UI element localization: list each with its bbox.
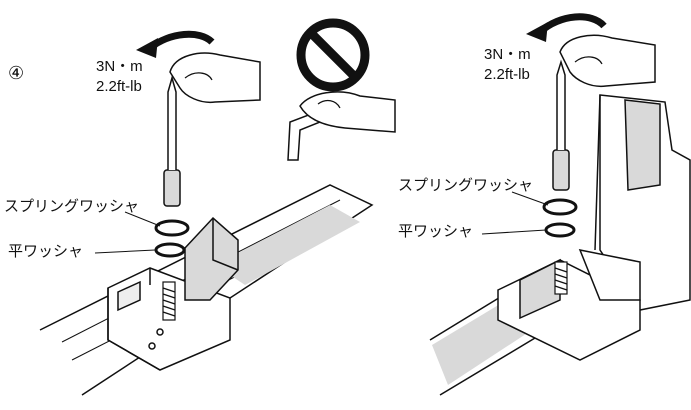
- left-guide-plate: [184, 216, 239, 301]
- right-spring-leader: [511, 191, 549, 206]
- step-number: ④: [8, 63, 25, 83]
- left-stud: [162, 281, 176, 321]
- right-hand: [559, 34, 656, 88]
- left-spring-washer-label: スプリングワッシャ: [4, 198, 140, 215]
- left-flat-washer: [154, 242, 186, 258]
- right-flat-leader: [481, 229, 547, 235]
- right-clamp-block: [497, 248, 641, 361]
- left-spring-leader: [124, 211, 161, 227]
- left-hand-finger: [184, 72, 213, 81]
- prohibited-wrench-hand: [287, 91, 396, 161]
- prohibition-icon: [296, 18, 370, 92]
- left-flat-washer-label: 平ワッシャ: [8, 243, 84, 260]
- left-rotation-arrow: [147, 30, 215, 51]
- right-rotation-arrow: [537, 13, 607, 35]
- left-flat-leader: [94, 249, 156, 254]
- right-flat-washer: [544, 222, 576, 238]
- left-torque-ftlb: 2.2ft-lb: [96, 78, 142, 95]
- right-stud: [554, 261, 568, 295]
- left-rotation-arrow-head: [136, 38, 158, 58]
- right-spring-washer-label: スプリングワッシャ: [398, 177, 534, 194]
- left-torque-nm: 3N・m: [96, 58, 143, 75]
- left-hex-wrench: [163, 75, 181, 207]
- right-rotation-arrow-head: [526, 22, 548, 42]
- right-bumper-body: [594, 94, 691, 311]
- left-spring-washer: [154, 219, 190, 237]
- left-hand: [169, 52, 261, 104]
- right-torque-nm: 3N・m: [484, 46, 531, 63]
- right-hand-finger: [574, 56, 603, 65]
- left-rail-shade: [215, 205, 360, 285]
- right-spring-washer: [542, 198, 578, 216]
- right-torque-ftlb: 2.2ft-lb: [484, 66, 530, 83]
- right-flat-washer-label: 平ワッシャ: [398, 223, 474, 240]
- right-hex-wrench: [552, 59, 570, 191]
